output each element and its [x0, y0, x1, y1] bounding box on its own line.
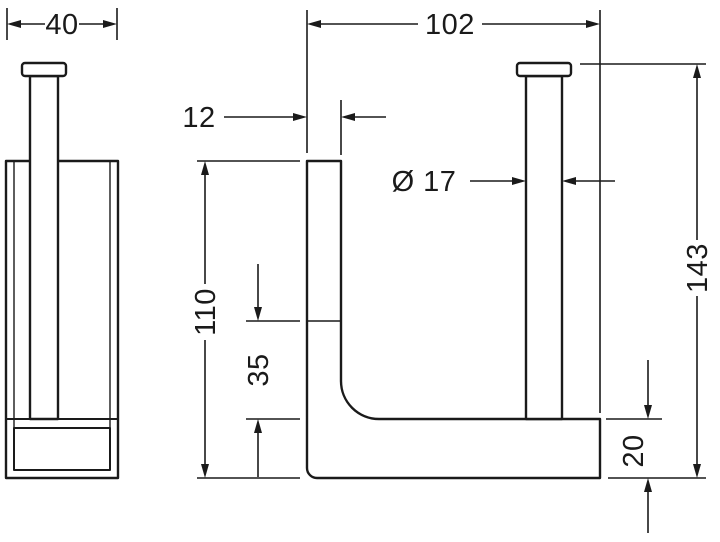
- dimension-overall-width: 102: [306, 9, 601, 413]
- dimension-bar-thickness: 12: [182, 100, 386, 155]
- dim-mount-offset-label: 35: [243, 353, 275, 386]
- arrowhead-left: [7, 20, 21, 28]
- dimension-bracket-height: 110: [190, 160, 300, 479]
- side-rod: [28, 74, 60, 421]
- front-bracket-outline: [305, 159, 602, 480]
- arrowhead-right: [293, 113, 307, 121]
- arrowhead-right: [586, 20, 600, 28]
- arrowhead-up: [644, 478, 652, 492]
- arrowhead-left: [307, 20, 321, 28]
- dim-base-height-label: 20: [618, 434, 650, 467]
- front-rod-cap: [515, 61, 573, 78]
- front-rod: [524, 74, 564, 421]
- arrowhead-right: [103, 20, 117, 28]
- arrowhead-up: [201, 161, 209, 175]
- side-rod-cap: [20, 61, 68, 78]
- dim-bracket-height-label: 110: [190, 288, 222, 336]
- side-view: [4, 61, 120, 480]
- dimension-mount-offset: 35: [243, 264, 300, 477]
- dim-depth-label: 40: [45, 9, 78, 41]
- dimension-base-height: 20: [606, 360, 662, 533]
- dimension-rod-diameter: Ø 17: [392, 166, 615, 198]
- dim-overall-height-label: 143: [682, 243, 714, 293]
- front-view: [305, 61, 602, 480]
- dim-bar-thickness-label: 12: [182, 102, 215, 134]
- arrowhead-down: [254, 307, 262, 321]
- arrowhead-right: [512, 177, 526, 185]
- arrowhead-down: [644, 405, 652, 419]
- arrowhead-down: [201, 464, 209, 478]
- arrowhead-up: [693, 64, 701, 78]
- dimension-depth: 40: [6, 8, 118, 41]
- arrowhead-up: [254, 419, 262, 433]
- side-bracket-outline: [4, 159, 120, 480]
- arrowhead-down: [693, 464, 701, 478]
- dim-rod-diameter-label: Ø 17: [392, 166, 457, 198]
- side-base-inset: [13, 427, 111, 471]
- dim-overall-width-label: 102: [425, 9, 475, 41]
- arrowhead-left: [341, 113, 355, 121]
- dimension-overall-height: 143: [580, 63, 714, 479]
- arrowhead-left: [562, 177, 576, 185]
